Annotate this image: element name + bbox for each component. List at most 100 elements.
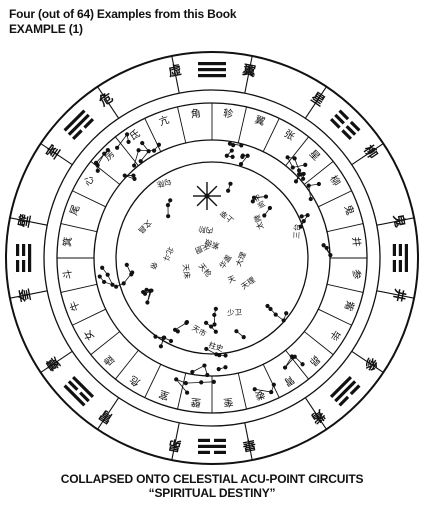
star-dot bbox=[114, 284, 119, 289]
trigram-line bbox=[198, 68, 226, 72]
trigram-line bbox=[28, 244, 32, 272]
constellation-field bbox=[93, 132, 333, 395]
star-dot bbox=[267, 205, 272, 211]
star-dot bbox=[174, 377, 179, 382]
inner-band-divider bbox=[177, 372, 187, 410]
trigram-line bbox=[198, 62, 226, 66]
ring-circle bbox=[43, 89, 381, 427]
star-dot bbox=[204, 320, 209, 325]
star-dot bbox=[204, 346, 209, 352]
trigram-line bbox=[22, 260, 26, 272]
trigram-line bbox=[63, 384, 86, 407]
star-dot bbox=[282, 365, 288, 370]
inner-ring-character: 危 bbox=[127, 373, 142, 388]
outer-ring-character: 奎 bbox=[16, 286, 35, 304]
star-dot bbox=[228, 181, 233, 186]
outer-ring-character: 觜 bbox=[308, 406, 328, 427]
star-dot bbox=[141, 289, 146, 295]
star-dot bbox=[132, 176, 137, 182]
inner-band-divider bbox=[237, 106, 247, 144]
star-chart-diagram: 翼星柳鬼井参觜畢昴胃婁奎壁室危虛 轸翼张星柳鬼井参觜毕昴胃娄奎壁室危虚女牛斗箕尾… bbox=[0, 48, 424, 468]
star-dot bbox=[115, 145, 120, 150]
star-dot bbox=[301, 218, 306, 224]
star-dot bbox=[151, 148, 157, 153]
constellation-line bbox=[167, 200, 171, 217]
inner-ring-character: 尾 bbox=[68, 203, 83, 216]
star-dot bbox=[202, 363, 207, 368]
star-dot bbox=[263, 194, 269, 199]
trigram-line bbox=[214, 450, 226, 454]
inner-ring-character: 牛 bbox=[67, 299, 83, 313]
trigram-icon bbox=[329, 109, 361, 141]
star-dot bbox=[166, 214, 171, 219]
star-dot bbox=[130, 270, 135, 275]
outer-band-divider bbox=[376, 217, 415, 226]
star-dot bbox=[184, 320, 190, 325]
center-star-label: 三台 bbox=[291, 224, 302, 239]
center-star-label: 文昌 bbox=[136, 218, 154, 236]
inner-band-divider bbox=[303, 161, 334, 185]
trigram-line bbox=[16, 260, 20, 272]
star-dot bbox=[269, 389, 274, 395]
outer-band-divider bbox=[40, 143, 73, 166]
center-star-label: 北斗 bbox=[161, 245, 176, 263]
star-dot bbox=[121, 281, 126, 286]
star-dot bbox=[328, 253, 333, 258]
inner-band-divider bbox=[72, 190, 106, 208]
inner-ring-character: 角 bbox=[190, 107, 201, 120]
star-dot bbox=[281, 318, 286, 323]
inner-band-divider bbox=[177, 106, 187, 144]
star-dot bbox=[271, 382, 276, 387]
trigram-icon bbox=[63, 375, 95, 407]
ring-circle bbox=[5, 51, 419, 465]
star-dot bbox=[268, 306, 273, 312]
trigram-line bbox=[338, 109, 350, 121]
star-dot bbox=[239, 143, 244, 148]
inner-band-divider bbox=[318, 190, 352, 208]
star-dot bbox=[216, 367, 221, 372]
outer-ring-character: 危 bbox=[96, 89, 116, 110]
star-dot bbox=[138, 159, 143, 164]
star-dot bbox=[156, 142, 162, 147]
inner-band-divider bbox=[72, 308, 106, 326]
star-dot bbox=[122, 173, 127, 178]
center-star-label: 天厨 bbox=[193, 241, 211, 256]
outer-ring-character: 柳 bbox=[360, 142, 381, 162]
star-dot bbox=[184, 390, 190, 395]
outer-ring-character: 畢 bbox=[241, 436, 257, 453]
star-dot bbox=[144, 287, 149, 292]
center-star-label: 内阶 bbox=[197, 224, 214, 236]
star-dot bbox=[240, 154, 245, 159]
ring-frame bbox=[5, 51, 419, 465]
outer-ring-character: 昴 bbox=[167, 436, 183, 454]
star-dot bbox=[250, 199, 255, 204]
star-dot bbox=[97, 274, 102, 279]
outer-band-divider bbox=[9, 290, 48, 299]
star-dot bbox=[285, 155, 290, 160]
inner-ring-character: 女 bbox=[81, 328, 97, 343]
inner-ring-character: 壁 bbox=[190, 396, 201, 410]
star-dot bbox=[303, 162, 308, 167]
star-dot bbox=[212, 312, 217, 318]
outer-band-divider bbox=[97, 86, 120, 119]
inner-ring-character: 鬼 bbox=[342, 203, 358, 217]
page-title: Four (out of 64) Examples from this Book bbox=[9, 7, 237, 21]
center-star-labels: 紫微天北斗太微天市勾陈华盖天床上宰少卫文昌三台天枪内阶天理帝尚书柱史天厨大理 bbox=[136, 177, 301, 354]
outer-ring-character: 星 bbox=[308, 90, 327, 110]
page-header: Four (out of 64) Examples from this Book… bbox=[9, 7, 237, 37]
inner-ring-character: 星 bbox=[307, 148, 323, 164]
outer-band-divider bbox=[171, 422, 180, 461]
inner-ring-character: 觜 bbox=[342, 299, 358, 313]
outer-ring-character: 井 bbox=[390, 287, 408, 303]
star-dot bbox=[93, 160, 99, 165]
outer-band-divider bbox=[304, 397, 327, 430]
trigram-line bbox=[398, 244, 402, 256]
star-dot bbox=[234, 329, 239, 334]
star-dot bbox=[306, 183, 311, 188]
star-dot bbox=[252, 387, 257, 392]
star-dot bbox=[172, 327, 178, 332]
center-star-label: 天枪 bbox=[197, 261, 215, 279]
center-star-label: 大理 bbox=[233, 250, 248, 268]
caption-line-2: “SPIRITUAL DESTINY” bbox=[148, 486, 276, 500]
star-dot bbox=[205, 372, 210, 378]
